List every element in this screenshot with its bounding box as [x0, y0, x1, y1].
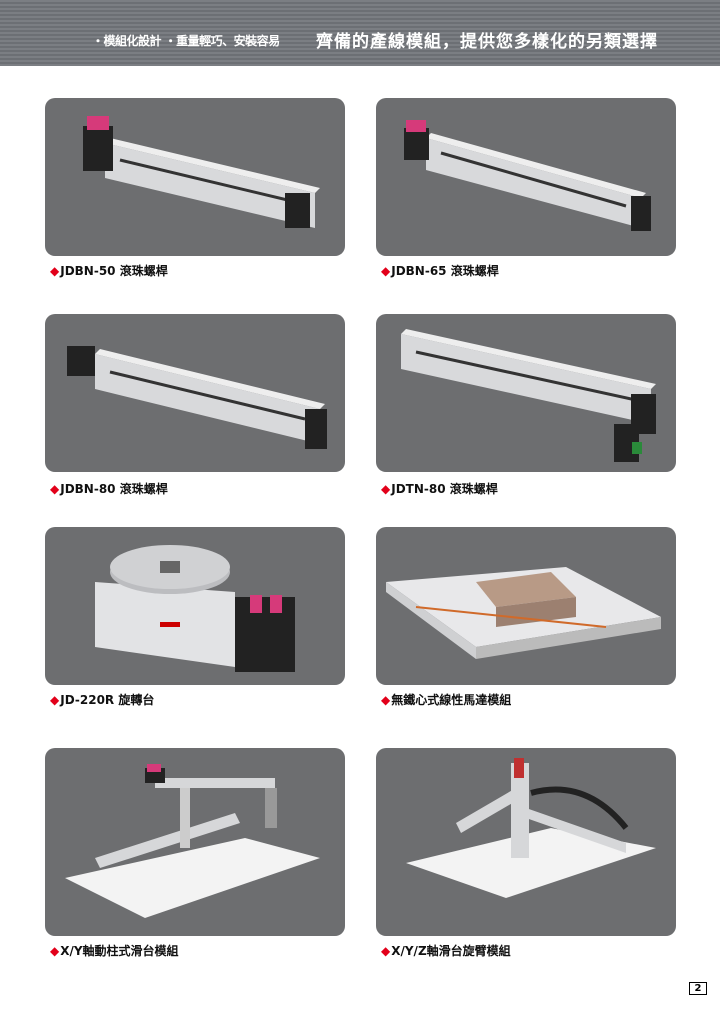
caption-jdbn80: ◆JDBN-80 滾珠螺桿 [50, 482, 168, 496]
header-features: ・模組化設計 ・重量輕巧、安裝容易 [92, 34, 280, 48]
caption-jd220r: ◆JD-220R 旋轉台 [50, 693, 155, 707]
product-image-jdbn50 [45, 98, 345, 256]
product-image-xy-gantry [45, 748, 345, 936]
header-slogan: 齊備的產線模組，提供您多樣化的另類選擇 [316, 32, 658, 52]
caption-jdtn80: ◆JDTN-80 滾珠螺桿 [381, 482, 498, 496]
caption-xyz-arm: ◆X/Y/Z軸滑台旋臂模組 [381, 944, 511, 958]
caption-linear-motor: ◆無鐵心式線性馬達模組 [381, 693, 512, 707]
product-image-jd220r [45, 527, 345, 685]
page-number: 2 [689, 982, 707, 995]
caption-jdbn50: ◆JDBN-50 滾珠螺桿 [50, 264, 168, 278]
caption-jdbn65: ◆JDBN-65 滾珠螺桿 [381, 264, 499, 278]
product-image-jdbn80 [45, 314, 345, 472]
product-image-jdbn65 [376, 98, 676, 256]
product-image-jdtn80 [376, 314, 676, 472]
product-image-xyz-arm [376, 748, 676, 936]
caption-xy-gantry: ◆X/Y軸動柱式滑台模組 [50, 944, 179, 958]
header-banner: ・模組化設計 ・重量輕巧、安裝容易 齊備的產線模組，提供您多樣化的另類選擇 [0, 0, 720, 66]
product-image-linear-motor [376, 527, 676, 685]
